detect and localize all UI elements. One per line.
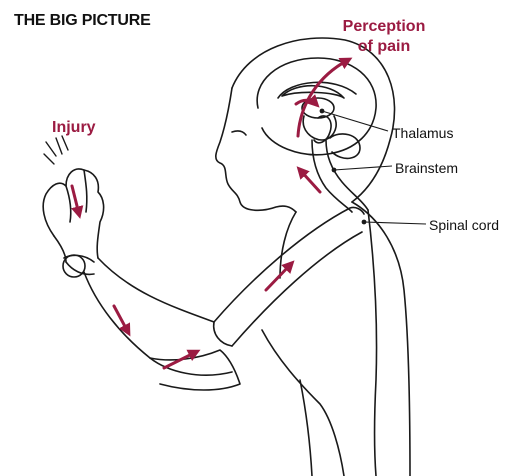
arm-band-cap — [212, 321, 233, 347]
watch-face — [62, 254, 86, 278]
spinal-cord-label: Spinal cord — [429, 217, 500, 233]
callout-dots — [319, 108, 367, 225]
ear — [313, 115, 332, 144]
arrow-elbow — [162, 349, 201, 370]
elbow-band — [149, 349, 241, 391]
arrow-hand — [70, 184, 84, 219]
face-profile — [215, 87, 297, 213]
thalamus-label: Thalamus — [392, 125, 454, 141]
finger-line-1 — [65, 185, 72, 223]
wrist — [65, 261, 95, 276]
page-title: THE BIG PICTURE — [14, 12, 151, 29]
arrow-thalamus — [294, 94, 320, 108]
cerebellum — [329, 133, 361, 160]
callout-spinal-cord — [363, 221, 427, 225]
arm-band-upper — [213, 206, 365, 323]
brainstem-label: Brainstem — [395, 160, 459, 176]
arm-band-lower — [231, 231, 363, 347]
back-outline — [351, 201, 411, 476]
callout-brainstem — [333, 165, 393, 171]
watch-strap — [63, 254, 95, 263]
spine-line — [367, 209, 378, 476]
pain-pathway-arrows — [70, 57, 353, 370]
perception-of-pain-label: Perception of pain — [338, 17, 430, 57]
perception-label-line1: Perception — [342, 18, 426, 35]
forearm-top — [97, 257, 215, 323]
callout-lines — [321, 110, 427, 225]
arrow-forearm — [112, 304, 131, 337]
arrow-upper-arm — [264, 260, 295, 292]
injury-label: Injury — [52, 119, 96, 136]
perception-label-line2: of pain — [357, 38, 411, 55]
callout-thalamus — [321, 110, 389, 132]
spinal-column-outline — [325, 139, 369, 211]
arrow-brain — [296, 57, 353, 138]
torso-lower — [261, 329, 345, 476]
thumb — [53, 235, 67, 263]
midbrain — [302, 115, 337, 141]
torso-front — [279, 211, 297, 279]
eye — [231, 130, 247, 136]
hand-outline — [42, 168, 105, 259]
corpus-callosum — [281, 85, 345, 99]
brain-outline — [256, 57, 377, 156]
torso-side — [299, 379, 313, 476]
brainstem-outline — [311, 139, 353, 213]
arrow-neck — [296, 166, 322, 194]
finger-line-2 — [83, 169, 88, 213]
figure-outline — [42, 37, 411, 476]
brain-fold — [277, 81, 357, 99]
injury-sparks — [43, 135, 69, 165]
head-outline — [231, 37, 396, 203]
